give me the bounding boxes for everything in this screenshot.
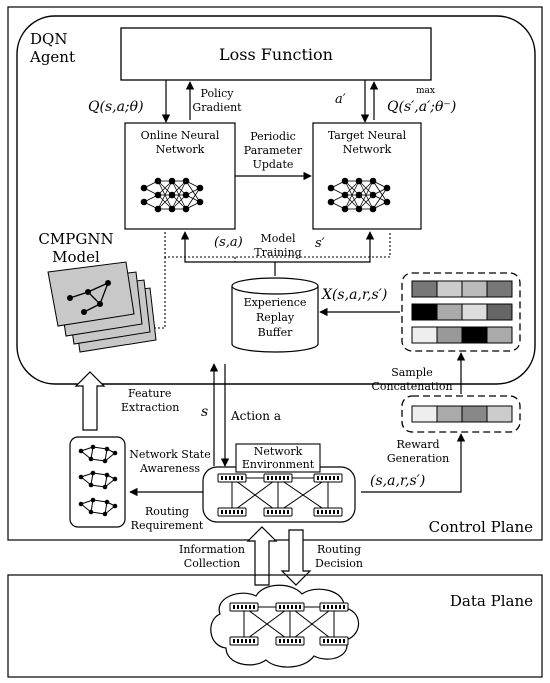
experience-replay-label-1: Experience [244, 296, 307, 309]
sample-concat-label-2: Concatenation [371, 380, 452, 393]
dqn-agent-label-1: DQN [30, 30, 67, 48]
concat-cell [486, 405, 513, 423]
concat-row [411, 405, 513, 423]
network-environment-label-box [235, 443, 321, 473]
network-environment-label-1: Network [254, 445, 303, 458]
periodic-update-label-1: Periodic [250, 130, 296, 143]
information-collection-arrow [246, 526, 278, 586]
replay-sample-cell [436, 303, 463, 321]
data-plane-frame [7, 574, 543, 678]
routing-decision-label-1: Routing [317, 543, 361, 556]
policy-gradient-label-1: Policy [201, 87, 235, 100]
concat-cell [411, 405, 438, 423]
router-icon [275, 602, 305, 612]
replay-sample-cell [486, 280, 513, 298]
replay-sample-cell [486, 326, 513, 344]
experience-replay-label-2: Replay [256, 311, 295, 324]
replay-sample-cell [461, 326, 488, 344]
s-prime-arrow [275, 231, 375, 263]
feature-extraction-label-2: Extraction [121, 401, 179, 414]
online-nn-label-2: Network [156, 143, 205, 156]
replay-sample-cell [461, 280, 488, 298]
router-icon [229, 636, 259, 646]
periodic-update-label-3: Update [253, 158, 294, 171]
model-training-label-2: Training [254, 246, 301, 259]
reward-generation-label-1: Reward [396, 438, 439, 451]
cmpgnn-label-2: Model [52, 248, 100, 266]
replay-sample-cell [411, 280, 438, 298]
q-online-label: Q(s,a;θ) [88, 99, 144, 115]
model-training-label-1: Model [261, 232, 296, 245]
feature-extraction-arrow [74, 371, 106, 431]
a-prime-label: a′ [335, 92, 346, 107]
q-target-label: Q(s′,a′;θ⁻) [387, 99, 456, 115]
router-icon [263, 507, 293, 517]
network-state-label-1: Network State [129, 448, 210, 461]
router-icon [313, 507, 343, 517]
transition-set-label: X(s,a,r,s′) [321, 287, 387, 303]
target-nn-label-1: Target Neural [328, 129, 407, 142]
control-plane-label: Control Plane [429, 518, 533, 536]
router-icon [319, 636, 349, 646]
policy-gradient-label-2: Gradient [192, 101, 242, 114]
router-icon [319, 602, 349, 612]
data-plane-label: Data Plane [450, 592, 533, 610]
dqn-agent-label-2: Agent [29, 48, 75, 66]
dqn-agent-frame [16, 15, 536, 385]
routing-requirement-label-2: Requirement [131, 519, 204, 532]
router-icon [275, 636, 305, 646]
replay-sample-cell [436, 326, 463, 344]
loss-function-box [120, 27, 432, 81]
cmpgnn-layers-icon [47, 261, 157, 353]
loss-function-label: Loss Function [219, 45, 333, 64]
experience-replay-cylinder [231, 277, 319, 353]
network-environment-links [231, 477, 329, 513]
concat-cell [436, 405, 463, 423]
routing-requirement-label-1: Routing [145, 505, 189, 518]
sample-concat-label-1: Sample [391, 366, 433, 379]
data-plane-links [243, 606, 335, 642]
routing-decision-arrow [280, 529, 312, 586]
model-training-dotted-left [155, 257, 166, 329]
action-label: Action a [230, 409, 281, 423]
periodic-update-label-2: Parameter [244, 144, 303, 157]
sa-arrow [180, 231, 276, 276]
replay-sample-cell [461, 303, 488, 321]
feature-extraction-label-1: Feature [128, 387, 171, 400]
router-icon [263, 473, 293, 483]
information-collection-label-1: Information [179, 543, 245, 556]
online-nn-label-1: Online Neural [141, 129, 220, 142]
target-nn-label-2: Network [343, 143, 392, 156]
router-icon [313, 473, 343, 483]
online-nn-box [124, 122, 236, 230]
network-state-box [69, 436, 126, 528]
router-icon [229, 602, 259, 612]
model-training-dotted-top [164, 232, 391, 258]
data-plane-cloud [210, 584, 360, 668]
target-nn-box [312, 122, 422, 230]
s-prime-label: s′ [315, 236, 325, 251]
concat-cell [461, 405, 488, 423]
replay-sample-rows [411, 280, 513, 344]
information-collection-label-2: Collection [184, 557, 240, 570]
router-icon [217, 507, 247, 517]
reward-arrow [361, 433, 466, 493]
router-icon [217, 473, 247, 483]
transition-label: (s,a,r,s′) [370, 473, 425, 489]
routing-decision-label-2: Decision [315, 557, 363, 570]
replay-sample-cell [411, 303, 438, 321]
q-target-max-label: max [416, 86, 435, 96]
replay-sample-cell [436, 280, 463, 298]
experience-replay-label-3: Buffer [258, 326, 293, 339]
state-label: s [201, 404, 208, 420]
cmpgnn-label-1: CMPGNN [38, 230, 113, 248]
reward-generation-label-2: Generation [387, 452, 449, 465]
network-environment-label-2: Environment [242, 458, 315, 471]
replay-sample-cell [486, 303, 513, 321]
network-state-label-2: Awareness [139, 462, 200, 475]
sa-label: (s,a) [214, 235, 243, 250]
replay-sample-cell [411, 326, 438, 344]
